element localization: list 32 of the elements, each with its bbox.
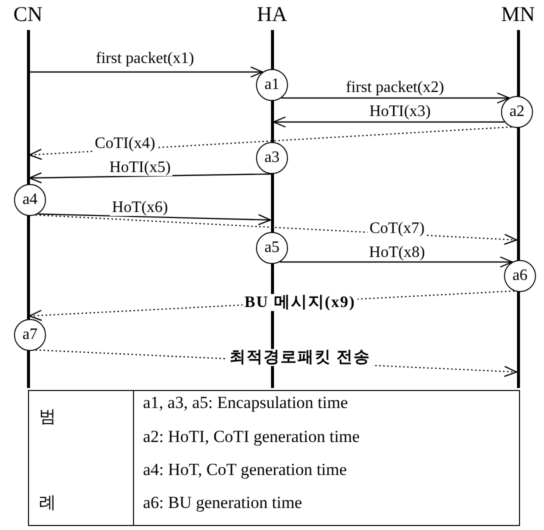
message-label: HoTI(x5) [107,159,173,176]
message-label: CoTI(x4) [92,135,158,152]
legend-entry: a4: HoT, CoT generation time [143,460,347,480]
message-label: HoTI(x3) [367,103,433,120]
message-label: HoT(x8) [367,244,427,261]
time-point-circle: a1 [256,69,288,101]
legend-heading: 범 [39,406,56,428]
legend-heading: 례 [39,492,56,514]
legend-entry: a2: HoTI, CoTI generation time [143,427,360,447]
legend-entry: a1, a3, a5: Encapsulation time [143,393,348,413]
message-label: CoT(x7) [367,220,427,237]
time-point-circle: a3 [256,142,288,174]
participant-label: CN [13,3,43,25]
message-arrow [280,256,513,268]
participant-label: HA [256,3,288,25]
message-label: BU 메시지(x9) [242,294,358,311]
message-arrow [38,213,272,226]
participant-label: MN [501,3,535,25]
message-label: first packet(x2) [344,79,446,96]
time-point-circle: a6 [504,260,536,292]
legend-entry: a6: BU generation time [143,493,302,513]
time-point-circle: a4 [14,184,46,216]
time-point-circle: a2 [501,96,533,128]
message-label: 최적경로패킷 전송 [228,349,372,366]
message-arrow [30,66,264,78]
time-point-circle: a7 [14,319,46,351]
message-label: first packet(x1) [94,50,196,67]
message-arrow [28,172,272,184]
message-arrow [281,92,510,104]
time-point-circle: a5 [256,232,288,264]
message-label: HoT(x6) [110,199,170,216]
message-arrow [272,116,504,128]
